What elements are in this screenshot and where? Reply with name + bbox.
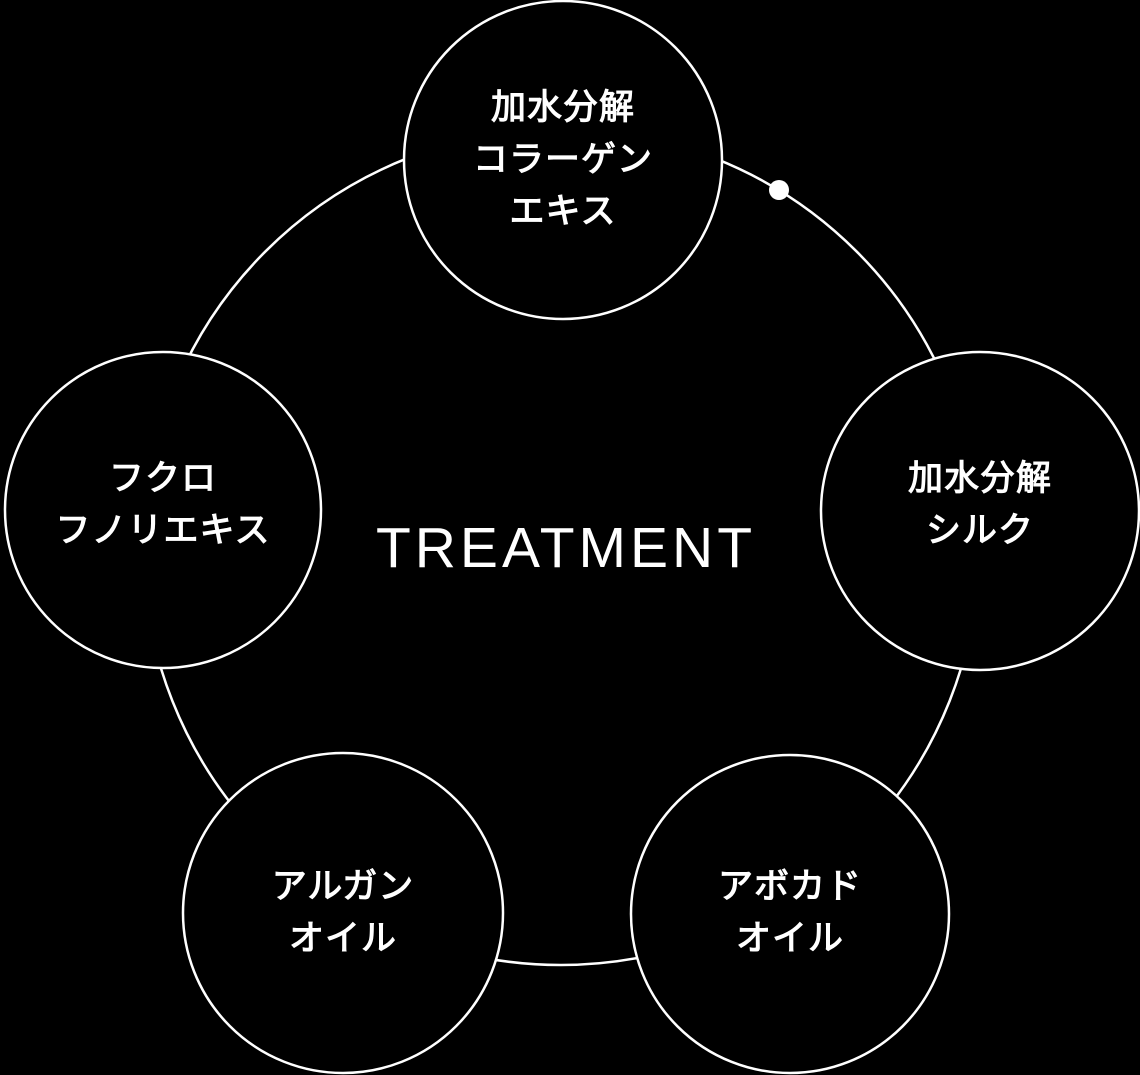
node-circle-hydrolyzed-silk [819, 350, 1140, 672]
node-circle-hydrolyzed-collagen-extract [402, 0, 724, 321]
center-title: TREATMENT [375, 516, 757, 580]
node-label-line: フクロ [108, 459, 218, 498]
node-label-line: 加水分解 [490, 88, 636, 127]
node-label-line: オイル [735, 919, 845, 958]
node-label-line: アボカド [717, 867, 863, 906]
node-circle-avocado-oil [629, 753, 951, 1075]
node-label-avocado-oil: アボカド オイル [718, 861, 862, 965]
node-label-line: 加水分解 [907, 459, 1053, 498]
node-label-line: コラーゲン [472, 140, 654, 179]
node-label-fukurofunori-extract: フクロ フノリエキス [56, 453, 271, 557]
node-circle-fukurofunori-extract [3, 350, 323, 670]
ring-accent-dot-icon [769, 180, 789, 200]
node-label-line: フノリエキス [55, 511, 271, 550]
node-label-hydrolyzed-collagen-extract: 加水分解 コラーゲン エキス [473, 82, 653, 238]
node-label-line: エキス [509, 192, 617, 231]
node-circle-argan-oil [181, 751, 505, 1075]
node-label-line: オイル [288, 919, 398, 958]
node-label-argan-oil: アルガン オイル [272, 861, 415, 965]
node-label-hydrolyzed-silk: 加水分解 シルク [908, 453, 1052, 557]
node-label-line: シルク [925, 511, 1035, 550]
node-label-line: アルガン [271, 867, 415, 906]
